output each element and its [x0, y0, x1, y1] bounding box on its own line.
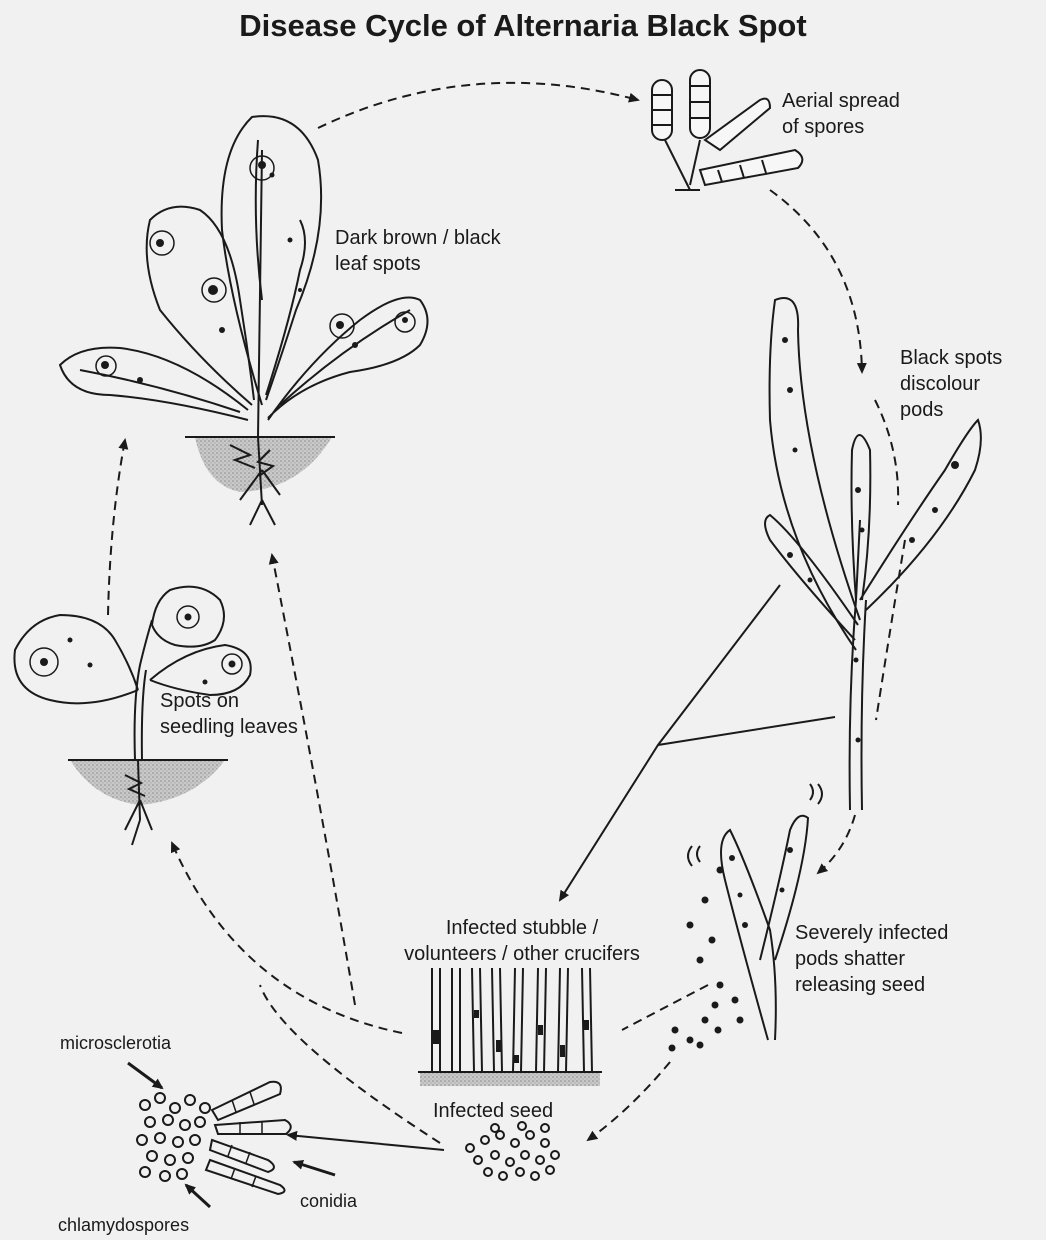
- label-stubble: Infected stubble / volunteers / other cr…: [372, 915, 672, 967]
- arrow-stubble-to-plant: [272, 555, 355, 1005]
- label-shatter: Severely infected pods shatter releasing…: [795, 920, 948, 998]
- label-leaf-spots-line-2: leaf spots: [335, 251, 501, 277]
- arrow-pods-to-shatter: [818, 815, 855, 873]
- arrow-pods-to-stubble-2: [658, 717, 835, 745]
- label-seedling-spots-line-1: Spots on: [160, 688, 298, 714]
- label-shatter-line-2: pods shatter: [795, 946, 948, 972]
- arrow-stubble-to-seedling: [172, 843, 402, 1033]
- label-chlamydospores-text: chlamydospores: [58, 1212, 189, 1238]
- shattering-pod: [669, 784, 823, 1052]
- arrow-microsclerotia: [128, 1063, 162, 1088]
- label-chlamydospores: chlamydospores: [58, 1212, 189, 1238]
- label-shatter-line-1: Severely infected: [795, 920, 948, 946]
- label-aerial-spread-line-1: Aerial spread: [782, 88, 900, 114]
- label-shatter-line-3: releasing seed: [795, 972, 948, 998]
- arrow-conidia: [294, 1162, 335, 1175]
- arrow-spores-to-pods: [770, 190, 862, 372]
- arrow-seed-to-seedling: [260, 985, 440, 1143]
- label-seedling-spots: Spots on seedling leaves: [160, 688, 298, 740]
- diagram-title: Disease Cycle of Alternaria Black Spot: [0, 8, 1046, 44]
- infected-seed-cluster: [466, 1122, 559, 1180]
- cycle-arrows: [108, 83, 905, 1143]
- arrow-plant-to-spores: [318, 83, 638, 128]
- arrow-shatter-to-stubble: [622, 985, 708, 1030]
- stubble-soil: [420, 1072, 600, 1086]
- label-leaf-spots-line-1: Dark brown / black: [335, 225, 501, 251]
- label-infected-seed: Infected seed: [433, 1098, 553, 1124]
- label-microsclerotia: microsclerotia: [60, 1030, 171, 1056]
- label-stubble-line-1: Infected stubble /: [372, 915, 672, 941]
- spore-cluster: [137, 1082, 291, 1194]
- arrow-chlamydospores: [186, 1185, 210, 1207]
- label-pod-spots-line-1: Black spots: [900, 345, 1002, 371]
- arrow-seed-to-spores: [288, 1135, 444, 1150]
- label-pod-spots-line-3: pods: [900, 397, 1002, 423]
- label-stubble-line-2: volunteers / other crucifers: [372, 941, 672, 967]
- seedling-soil: [70, 760, 225, 805]
- mature-plant: [60, 116, 428, 525]
- label-seedling-spots-line-2: seedling leaves: [160, 714, 298, 740]
- label-leaf-spots: Dark brown / black leaf spots: [335, 225, 501, 277]
- label-pod-spots-line-2: discolour: [900, 371, 1002, 397]
- label-pod-spots: Black spots discolour pods: [900, 345, 1002, 423]
- label-infected-seed-text: Infected seed: [433, 1098, 553, 1124]
- label-conidia-text: conidia: [300, 1188, 357, 1214]
- label-aerial-spread-line-2: of spores: [782, 114, 900, 140]
- infected-stubble: [418, 968, 602, 1086]
- aerial-spores: [652, 70, 802, 190]
- label-microsclerotia-text: microsclerotia: [60, 1030, 171, 1056]
- label-aerial-spread: Aerial spread of spores: [782, 88, 900, 140]
- label-conidia: conidia: [300, 1188, 357, 1214]
- arrow-pod-side-dash: [875, 400, 898, 505]
- arrow-seedling-to-plant: [108, 440, 125, 615]
- arrow-shatter-to-seed: [588, 1062, 670, 1140]
